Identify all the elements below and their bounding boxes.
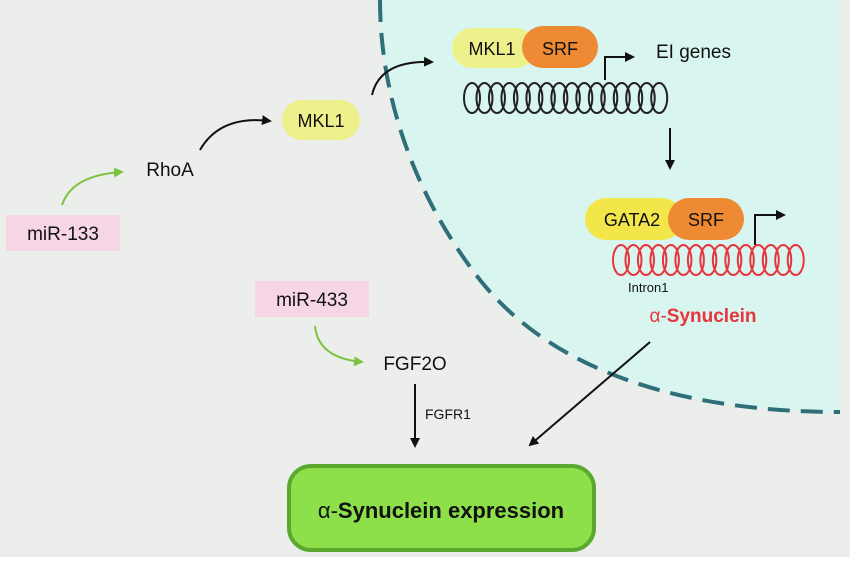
dna-coil-loop — [649, 244, 668, 276]
synuclein-expression-label: α-Synuclein expression — [318, 498, 564, 523]
dna-coil-loop — [624, 244, 643, 276]
mir433-label: miR-433 — [276, 290, 348, 311]
dna-coil-loop — [612, 82, 631, 114]
gata2-label: GATA2 — [604, 210, 660, 230]
dna-coil-loop — [711, 244, 730, 276]
dna-coil-loop — [749, 244, 768, 276]
dna-coil-loop — [500, 82, 519, 114]
dna-coil-loop — [661, 244, 680, 276]
mkl1-cyto-pill — [282, 100, 360, 140]
synuclein-word: Synuclein — [667, 306, 757, 327]
srf-bottom-pill — [668, 198, 744, 240]
intron1-label: Intron1 — [628, 280, 668, 295]
dna-coil-loop — [686, 244, 705, 276]
fgfr1-label: FGFR1 — [425, 406, 471, 422]
mkl1-nuclear-label: MKL1 — [468, 39, 515, 59]
synuclein-expression-box — [287, 464, 596, 552]
nucleus-membrane — [378, 0, 841, 414]
dna-coil-loop — [674, 244, 693, 276]
ei-genes-label: EI genes — [656, 42, 731, 63]
fgf20-label: FGF2O — [383, 354, 446, 375]
mkl1-to-nucleus-arrow — [371, 56, 434, 96]
srf-top-pill — [522, 26, 598, 68]
tss-arrow-top — [604, 52, 635, 80]
mkl1-cyto-label: MKL1 — [297, 111, 344, 131]
dna-coil-loop — [786, 244, 805, 276]
output-alpha-symbol: α- — [318, 498, 338, 523]
dna-coil-loop — [575, 82, 594, 114]
dna-coil-loop — [625, 82, 644, 114]
mir133-to-rhoa-arrow — [61, 167, 124, 206]
output-expression-text: Synuclein expression — [338, 498, 564, 523]
dna-coil-bottom — [612, 244, 805, 276]
mir433-box — [255, 281, 369, 317]
mir133-label: miR-133 — [27, 224, 99, 245]
dna-coil-loop — [463, 82, 481, 114]
mir133-box — [6, 215, 120, 251]
srf-bottom-label: SRF — [688, 210, 724, 230]
dna-coil-loop — [636, 244, 655, 276]
dna-coil-loop — [761, 244, 780, 276]
mkl1-nuclear-pill — [452, 28, 536, 68]
dna-coil-top — [463, 82, 669, 114]
dna-coil-loop — [525, 82, 544, 114]
dna-coil-loop — [562, 82, 581, 114]
gata2-pill — [585, 198, 683, 240]
dna-coil-loop — [650, 82, 669, 114]
dna-coil-loop — [487, 82, 506, 114]
rhoa-to-mkl1-arrow — [199, 115, 272, 151]
dna-coil-loop — [587, 82, 606, 114]
dna-coil-loop — [475, 82, 494, 114]
dna-coil-loop — [637, 82, 656, 114]
mir433-to-fgf20-arrow — [314, 325, 364, 367]
dna-coil-loop — [736, 244, 755, 276]
alpha-synuclein-gene-label: α-Synuclein — [649, 306, 756, 327]
dna-coil-loop — [774, 244, 793, 276]
dna-coil-loop — [612, 244, 630, 276]
dna-coil-loop — [600, 82, 619, 114]
nucleus-to-expression-arrow — [528, 341, 651, 447]
dna-coil-loop — [537, 82, 556, 114]
dna-coil-loop — [724, 244, 743, 276]
srf-top-label: SRF — [542, 39, 578, 59]
alpha-symbol: α- — [649, 306, 666, 327]
dna-coil-loop — [550, 82, 569, 114]
rhoa-label: RhoA — [146, 160, 194, 181]
tss-arrow-bottom — [754, 210, 786, 245]
dna-coil-loop — [512, 82, 531, 114]
dna-coil-loop — [699, 244, 718, 276]
